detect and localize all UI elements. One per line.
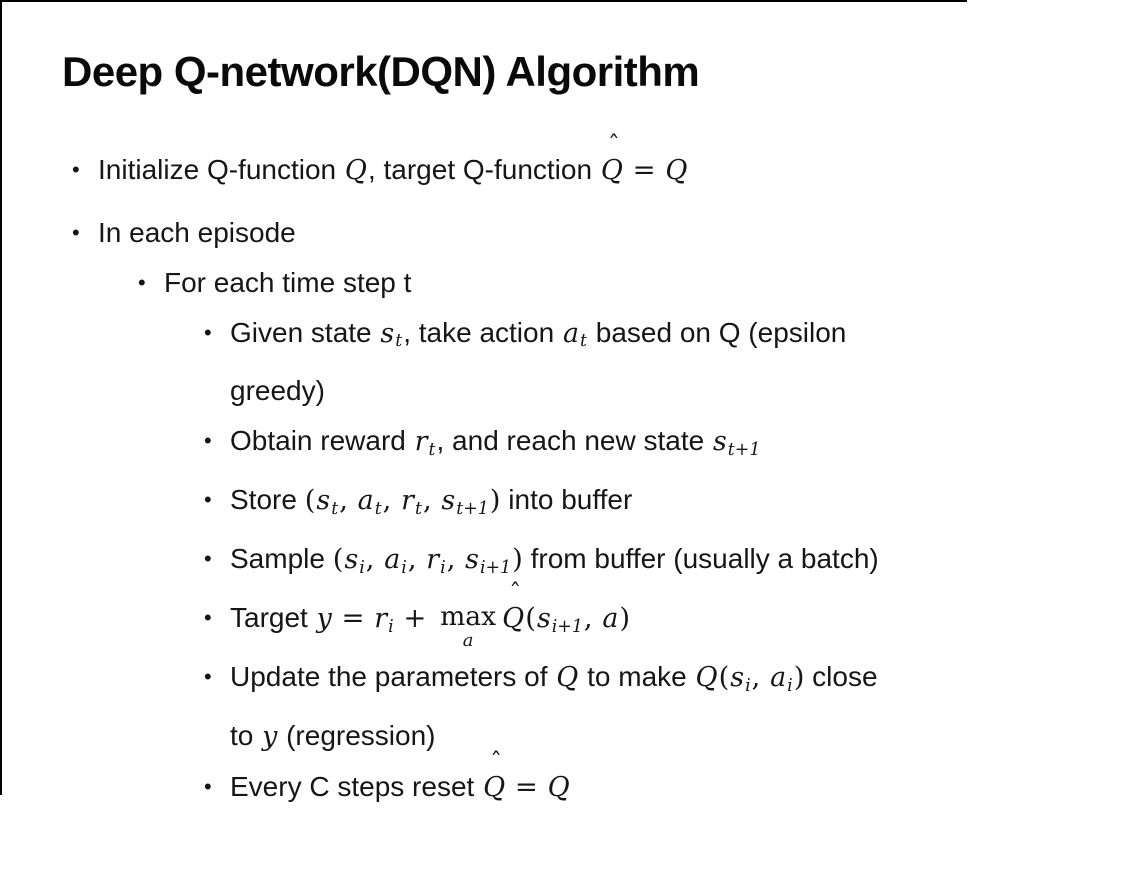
bullet-text: Initialize Q-function Q, target Q-functi… — [98, 130, 1124, 196]
bullet-item: • Initialize Q-function Q, target Q-funct… — [0, 130, 1124, 196]
bullet-marker-icon: • — [204, 604, 212, 630]
slide-title: Deep Q-network(DQN) Algorithm — [62, 48, 700, 95]
bullet-marker-icon: • — [204, 319, 212, 345]
bullet-marker-icon: • — [138, 269, 146, 295]
bullet-marker-icon: • — [204, 773, 212, 799]
bullet-text: In each episode — [98, 216, 296, 248]
bullet-item: • Store (st, at, rt, st+1) into buffer — [0, 475, 1124, 534]
bullet-marker-icon: • — [72, 219, 80, 245]
bullet-item: • In each episode — [0, 208, 1124, 258]
bullet-marker-icon: • — [204, 546, 212, 572]
bullet-item: • Given state st, take action at based on… — [0, 308, 1124, 417]
bullet-marker-icon: • — [204, 487, 212, 513]
bullet-marker-icon: • — [204, 428, 212, 454]
bullet-text: Update the parameters of Q to make Q(si,… — [230, 660, 878, 752]
slide-border-top — [0, 0, 967, 2]
bullet-text: For each time step t — [164, 266, 412, 298]
bullet-marker-icon: • — [72, 156, 80, 182]
bullet-text: Store (st, at, rt, st+1) into buffer — [230, 484, 633, 520]
bullet-item: • Obtain reward rt, and reach new state s… — [0, 416, 1124, 475]
bullet-text: Given state st, take action at based on … — [230, 316, 847, 407]
slide-border-left — [0, 0, 2, 795]
bullet-item: • For each time step t — [0, 258, 1124, 308]
bullet-list: • Initialize Q-function Q, target Q-funct… — [0, 130, 1124, 813]
bullet-item: • Update the parameters of Q to make Q(si… — [0, 652, 1124, 762]
bullet-text: Sample (si, ai, ri, si+1) from buffer (u… — [230, 543, 879, 578]
bullet-marker-icon: • — [204, 663, 212, 689]
bullet-item: • Sample (si, ai, ri, si+1) from buffer (… — [0, 534, 1124, 593]
bullet-text: Obtain reward rt, and reach new state st… — [230, 425, 761, 461]
